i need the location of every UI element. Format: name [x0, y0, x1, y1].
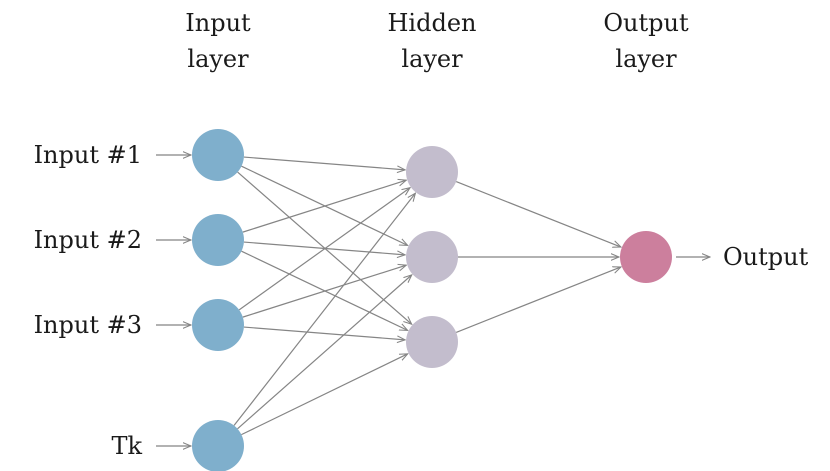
connection-7	[238, 188, 410, 311]
input-layer-title-line2: layer	[187, 45, 249, 73]
connection-11	[237, 275, 411, 430]
output-label: Output	[723, 243, 809, 271]
input-layer-title-line1: Input	[185, 9, 251, 37]
connection-4	[242, 180, 406, 233]
input-node-3	[192, 299, 244, 351]
input-nodes	[192, 129, 244, 471]
hidden-nodes	[406, 146, 458, 368]
output-nodes	[620, 231, 672, 283]
input-arrows	[156, 155, 191, 446]
input-node-2	[192, 214, 244, 266]
hidden-node-3	[406, 316, 458, 368]
input-label-4: Tk	[111, 432, 142, 460]
input-node-1	[192, 129, 244, 181]
hidden-layer-title-line1: Hidden	[388, 9, 477, 37]
connection-9	[243, 326, 405, 340]
input-label-2: Input #2	[34, 226, 142, 254]
connection-13	[455, 181, 621, 247]
connection-1	[243, 156, 405, 170]
hidden-node-2	[406, 231, 458, 283]
input-label-1: Input #1	[34, 141, 142, 169]
output-node	[620, 231, 672, 283]
input-node-4	[192, 420, 244, 471]
connections	[233, 156, 621, 436]
output-layer-title-line1: Output	[603, 9, 689, 37]
connection-8	[242, 265, 406, 318]
hidden-node-1	[406, 146, 458, 198]
hidden-layer-title-line2: layer	[401, 45, 463, 73]
connection-10	[233, 193, 415, 426]
input-label-3: Input #3	[34, 311, 142, 339]
output-layer-title-line2: layer	[615, 45, 677, 73]
connection-15	[455, 267, 621, 333]
connection-12	[241, 354, 407, 436]
